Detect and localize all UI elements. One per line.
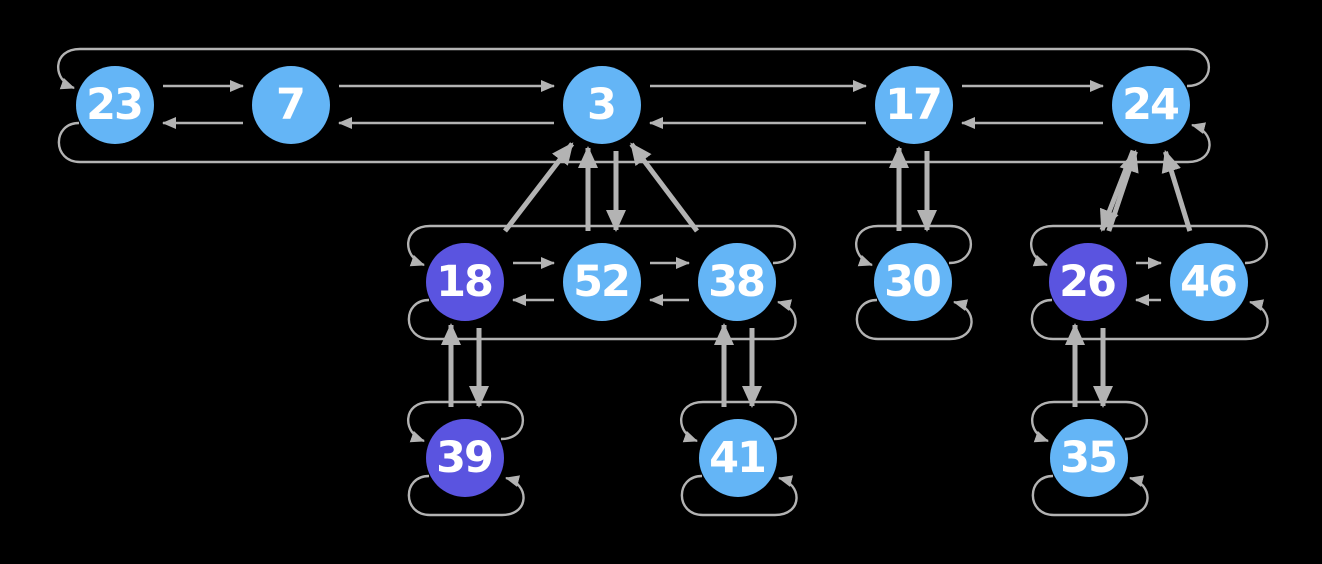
node-26: 26 (1049, 243, 1127, 321)
node-46-label: 46 (1180, 257, 1236, 307)
prev-wrap-arrow-41-41 (680, 474, 798, 517)
node-39-label: 39 (436, 433, 492, 483)
node-39: 39 (426, 419, 504, 497)
node-41-label: 41 (709, 433, 765, 483)
node-18-circle (426, 243, 504, 321)
node-41-circle (699, 419, 777, 497)
node-3: 3 (563, 66, 641, 144)
next-wrap-arrow-38-18 (407, 224, 797, 267)
next-wrap-arrow-39-39 (407, 400, 525, 443)
node-30-label: 30 (884, 257, 940, 307)
prev-wrap-arrow-39-39 (407, 474, 525, 517)
node-7: 7 (252, 66, 330, 144)
node-23-circle (76, 66, 154, 144)
node-30-circle (874, 243, 952, 321)
node-35-circle (1050, 419, 1128, 497)
node-17-label: 17 (885, 80, 941, 130)
node-30: 30 (874, 243, 952, 321)
node-3-label: 3 (587, 80, 615, 130)
node-38-label: 38 (708, 257, 764, 307)
next-wrap-arrow-46-26 (1030, 224, 1269, 267)
node-23-label: 23 (86, 80, 142, 130)
node-52: 52 (563, 243, 641, 321)
parent-arrow-38-3 (629, 142, 699, 233)
parent-arrow-26-24 (1106, 149, 1139, 232)
node-52-circle (563, 243, 641, 321)
prev-wrap-arrow-30-30 (855, 298, 973, 341)
node-18-label: 18 (436, 257, 492, 307)
node-41: 41 (699, 419, 777, 497)
node-3-circle (563, 66, 641, 144)
node-26-circle (1049, 243, 1127, 321)
node-24: 24 (1112, 66, 1190, 144)
prev-wrap-arrow-23-24 (57, 121, 1211, 164)
node-46-circle (1170, 243, 1248, 321)
node-26-label: 26 (1059, 257, 1115, 307)
node-7-label: 7 (276, 80, 304, 130)
node-38-circle (698, 243, 776, 321)
node-52-label: 52 (573, 257, 629, 307)
next-wrap-arrow-35-35 (1031, 400, 1149, 443)
prev-wrap-arrow-26-46 (1030, 298, 1269, 341)
node-24-label: 24 (1122, 80, 1178, 130)
next-wrap-arrow-41-41 (680, 400, 798, 443)
parent-arrow-18-3 (503, 142, 575, 233)
parent-arrow-46-24 (1161, 149, 1193, 232)
prev-wrap-arrow-18-38 (407, 298, 797, 341)
next-wrap-arrow-30-30 (855, 224, 973, 267)
node-23: 23 (76, 66, 154, 144)
node-24-circle (1112, 66, 1190, 144)
node-35: 35 (1050, 419, 1128, 497)
node-17: 17 (875, 66, 953, 144)
prev-wrap-arrow-35-35 (1031, 474, 1149, 517)
node-17-circle (875, 66, 953, 144)
node-18: 18 (426, 243, 504, 321)
node-46: 46 (1170, 243, 1248, 321)
child-arrow-24-26 (1099, 149, 1136, 232)
node-38: 38 (698, 243, 776, 321)
node-35-label: 35 (1060, 433, 1116, 483)
node-7-circle (252, 66, 330, 144)
next-wrap-arrow-24-23 (57, 47, 1211, 90)
node-39-circle (426, 419, 504, 497)
